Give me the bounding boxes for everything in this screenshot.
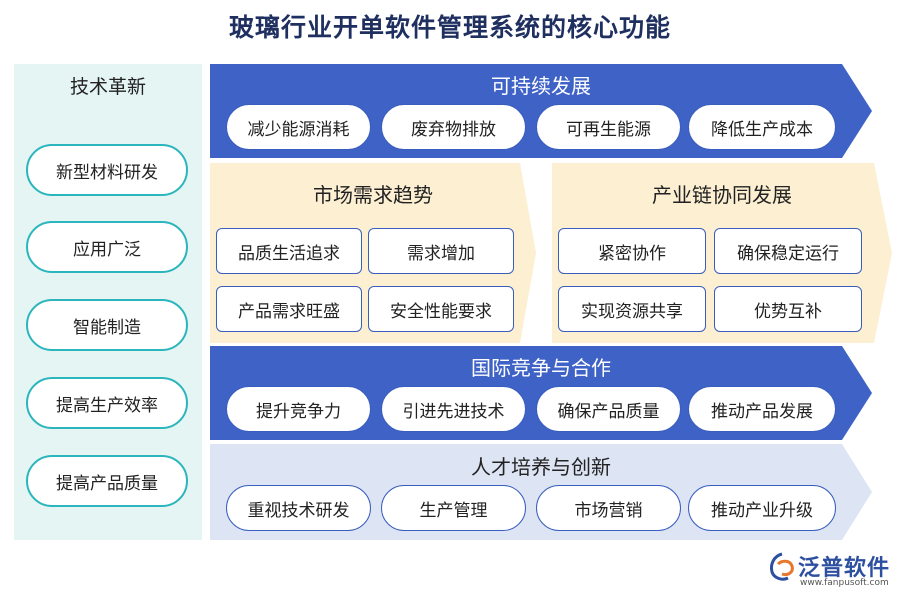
band-item: 引进先进技术: [381, 386, 526, 432]
band-item: 确保产品质量: [536, 386, 681, 432]
band-item: 市场营销: [536, 485, 681, 531]
band-item: 生产管理: [381, 485, 526, 531]
page-title: 玻璃行业开单软件管理系统的核心功能: [228, 13, 671, 42]
band-item: 安全性能要求: [368, 286, 514, 332]
band-title: 产业链协同发展: [652, 183, 792, 207]
band-item: 推动产品发展: [688, 386, 836, 432]
band-item: 优势互补: [714, 286, 862, 332]
left-item: 新型材料研发: [26, 144, 188, 196]
logo-name: 泛普软件: [798, 556, 891, 581]
band-item: 提升竞争力: [226, 386, 371, 432]
band-item: 确保稳定运行: [714, 228, 862, 274]
band-item: 重视技术研发: [226, 485, 371, 531]
left-item: 应用广泛: [26, 221, 188, 273]
left-panel-tech-innovation: 技术革新 新型材料研发 应用广泛 智能制造 提高生产效率 提高产品质量: [14, 64, 202, 540]
band-market-demand: 市场需求趋势 品质生活追求 需求增加 产品需求旺盛 安全性能要求: [210, 163, 536, 343]
band-item: 品质生活追求: [216, 228, 362, 274]
band-talent: 人才培养与创新 重视技术研发 生产管理 市场营销 推动产业升级: [210, 444, 872, 540]
left-item: 提高产品质量: [26, 455, 188, 507]
band-item: 降低生产成本: [688, 104, 836, 150]
band-item: 紧密协作: [558, 228, 706, 274]
band-item: 减少能源消耗: [226, 104, 371, 150]
logo-url: www.fanpusoft.com: [800, 578, 889, 588]
left-item: 智能制造: [26, 299, 188, 351]
band-industry-chain: 产业链协同发展 紧密协作 确保稳定运行 实现资源共享 优势互补: [552, 163, 892, 343]
band-item: 实现资源共享: [558, 286, 706, 332]
band-sustainable: 可持续发展 减少能源消耗 废弃物排放 可再生能源 降低生产成本: [210, 64, 872, 158]
logo-mark-icon: [770, 552, 794, 581]
band-title: 可持续发展: [491, 74, 591, 98]
left-panel-title: 技术革新: [69, 76, 146, 98]
band-item: 需求增加: [368, 228, 514, 274]
band-item: 可再生能源: [536, 104, 681, 150]
band-item: 推动产业升级: [688, 485, 836, 531]
band-item: 废弃物排放: [381, 104, 526, 150]
band-title: 人才培养与创新: [471, 455, 611, 479]
left-item: 提高生产效率: [26, 377, 188, 429]
band-item: 产品需求旺盛: [216, 286, 362, 332]
band-title: 国际竞争与合作: [471, 356, 611, 380]
brand-logo: 泛普软件 www.fanpusoft.com: [768, 550, 896, 594]
band-international: 国际竞争与合作 提升竞争力 引进先进技术 确保产品质量 推动产品发展: [210, 346, 872, 440]
band-title: 市场需求趋势: [313, 183, 433, 207]
